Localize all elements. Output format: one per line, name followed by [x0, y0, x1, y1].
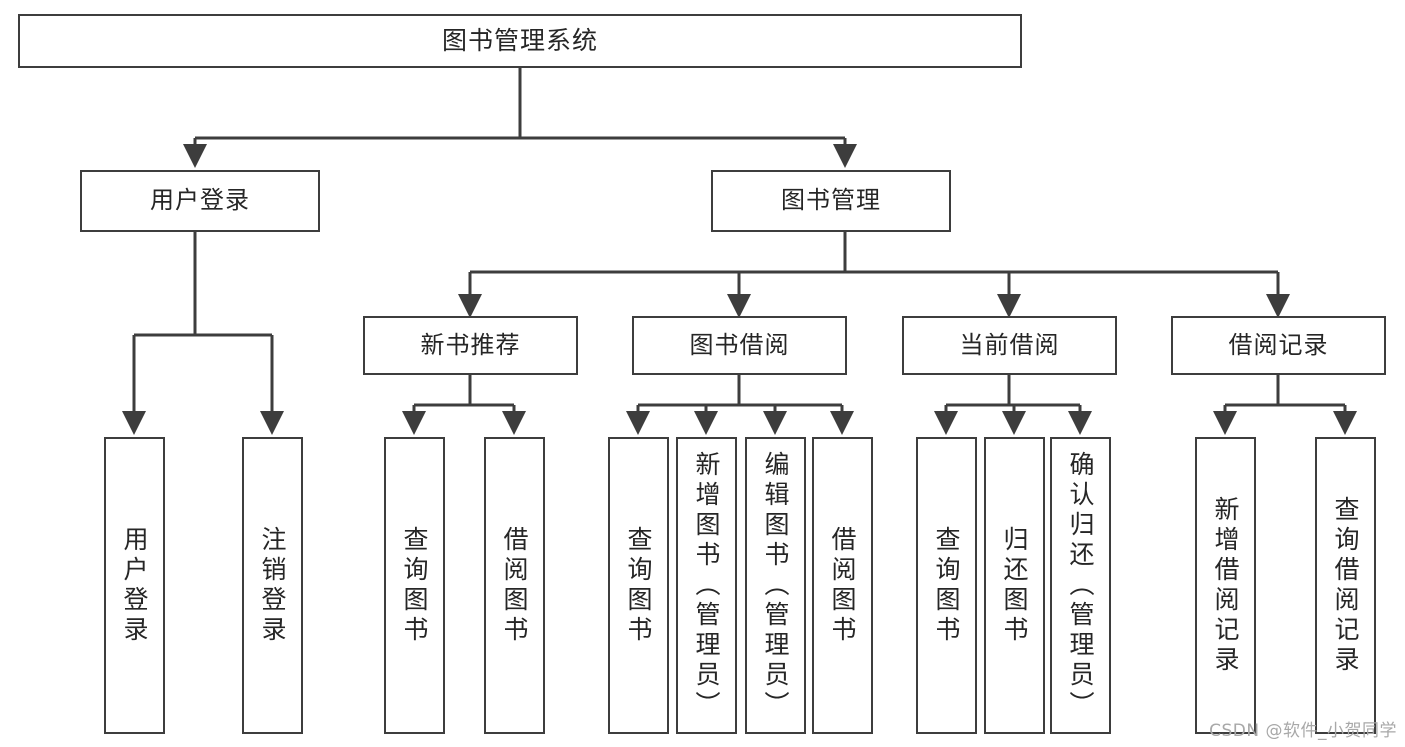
node-label: 借阅记录 [1228, 330, 1329, 359]
leaf-confirm-return-admin[interactable]: 确认归还（管理员） [1050, 437, 1111, 734]
leaf-query-borrow-record[interactable]: 查询借阅记录 [1315, 437, 1376, 734]
node-label: 查询图书 [400, 525, 429, 646]
node-label: 借阅图书 [828, 525, 857, 646]
node-label: 图书借阅 [689, 330, 790, 359]
node-label: 归还图书 [1000, 525, 1029, 646]
node-label: 借阅图书 [500, 525, 529, 646]
csdn-watermark: CSDN @软件_小贺同学 [1209, 721, 1397, 741]
node-label: 注销登录 [258, 525, 287, 646]
leaf-query-book-current[interactable]: 查询图书 [916, 437, 977, 734]
leaf-borrow-book[interactable]: 借阅图书 [812, 437, 873, 734]
leaf-query-book-recommend[interactable]: 查询图书 [384, 437, 445, 734]
node-label: 查询图书 [932, 525, 961, 646]
node-borrow-record[interactable]: 借阅记录 [1171, 316, 1386, 375]
node-label: 确认归还（管理员） [1066, 450, 1095, 721]
leaf-return-book[interactable]: 归还图书 [984, 437, 1045, 734]
node-label: 新增图书（管理员） [692, 450, 721, 721]
node-label: 图书管理 [781, 186, 881, 215]
node-label: 查询图书 [624, 525, 653, 646]
node-label: 新增借阅记录 [1211, 495, 1240, 676]
node-label: 图书管理系统 [441, 25, 598, 55]
leaf-add-borrow-record[interactable]: 新增借阅记录 [1195, 437, 1256, 734]
node-label: 编辑图书（管理员） [761, 450, 790, 721]
node-label: 用户登录 [120, 525, 149, 646]
leaf-logout-login[interactable]: 注销登录 [242, 437, 303, 734]
node-book-borrow[interactable]: 图书借阅 [632, 316, 847, 375]
node-user-login[interactable]: 用户登录 [80, 170, 320, 232]
node-new-book-recommend[interactable]: 新书推荐 [363, 316, 578, 375]
node-book-management[interactable]: 图书管理 [711, 170, 951, 232]
leaf-query-book-borrow[interactable]: 查询图书 [608, 437, 669, 734]
node-label: 新书推荐 [420, 330, 521, 359]
leaf-add-book-admin[interactable]: 新增图书（管理员） [676, 437, 737, 734]
node-current-borrow[interactable]: 当前借阅 [902, 316, 1117, 375]
node-label: 查询借阅记录 [1331, 495, 1360, 676]
node-root-system[interactable]: 图书管理系统 [18, 14, 1022, 68]
leaf-user-login[interactable]: 用户登录 [104, 437, 165, 734]
leaf-borrow-book-recommend[interactable]: 借阅图书 [484, 437, 545, 734]
node-label: 用户登录 [150, 186, 250, 215]
leaf-edit-book-admin[interactable]: 编辑图书（管理员） [745, 437, 806, 734]
node-label: 当前借阅 [959, 330, 1060, 359]
